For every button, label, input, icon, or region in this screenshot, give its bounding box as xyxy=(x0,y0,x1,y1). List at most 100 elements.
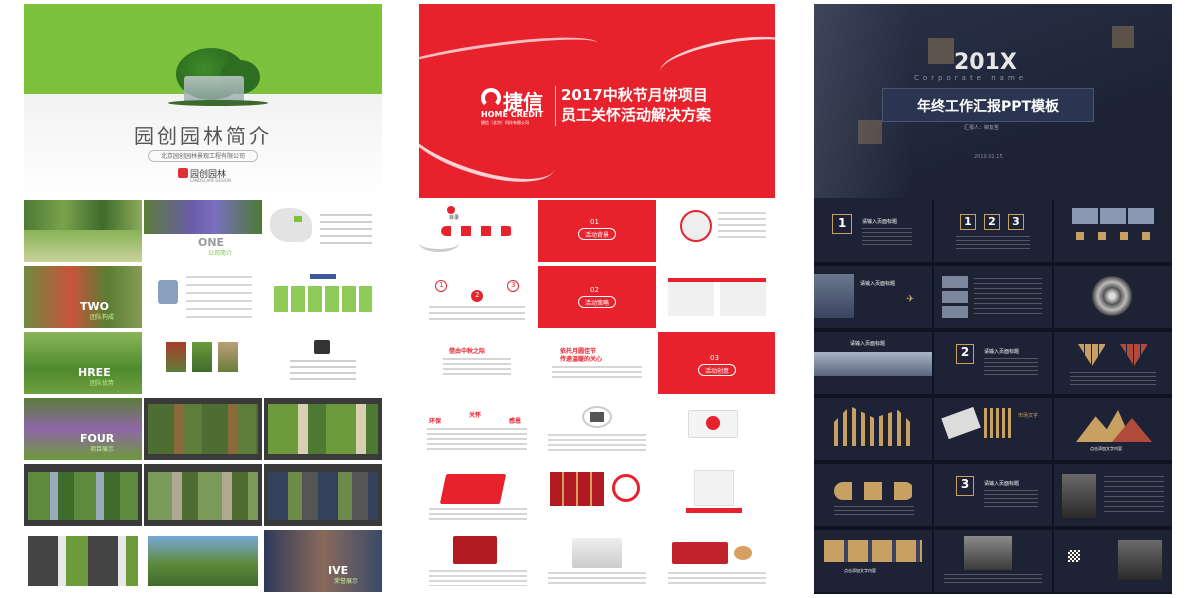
slide-thumb-projects-f[interactable] xyxy=(24,530,142,592)
slide-thumb-org-chart[interactable] xyxy=(264,266,382,328)
org-boxes xyxy=(274,286,372,312)
slide-thumb-icon-circles[interactable] xyxy=(814,464,932,526)
presentation-preview-garden[interactable]: 园创园林简介 北京园创园林景观工程有限公司 园创园林 LANDSCAPE DES… xyxy=(24,4,382,594)
presentation-preview-homecredit[interactable]: 捷信 HOME CREDIT 捷信（北京）科技有限公司 2017中秋节月饼项目 … xyxy=(419,4,775,594)
slide-thumb-gold-photos[interactable]: 点击添加文字内容 xyxy=(814,530,932,592)
home-credit-logo-icon xyxy=(481,88,501,108)
slide-thumb-one[interactable]: ONE 公司简介 xyxy=(144,200,262,262)
keyword-mid-autumn: 借由中秋之际 xyxy=(449,348,486,355)
slide-thumb-mooncake-grid[interactable] xyxy=(538,464,656,526)
slide-thumb-projects-c[interactable] xyxy=(24,464,142,526)
slide-thumb-bar-chart[interactable] xyxy=(814,398,932,460)
avatar xyxy=(158,280,178,304)
portrait-photo xyxy=(1062,474,1096,518)
china-map xyxy=(270,208,312,242)
slide-thumb-landscape[interactable]: 请输入页面标题 xyxy=(814,332,932,394)
building-photo xyxy=(964,536,1012,570)
slide-thumb-laptop[interactable]: 市场文字 xyxy=(934,398,1052,460)
slide-thumb-background[interactable] xyxy=(658,200,775,262)
slide-thumb-certificate[interactable] xyxy=(264,332,382,394)
slide-thumb-section-1[interactable]: 1 请输入页面标题 xyxy=(814,200,932,262)
brand-subtitle: 捷信（北京）科技有限公司 xyxy=(481,120,529,125)
slide-thumb-section-03[interactable]: 03 活动创意 xyxy=(658,332,775,394)
slide-thumb-five[interactable]: IVE 荣誉展示 xyxy=(264,530,382,592)
slide-thumb-keyword-2[interactable]: 依托月圆佳节 传递温暖的关心 xyxy=(538,332,656,394)
slide-thumb-projects-d[interactable] xyxy=(144,464,262,526)
closing-photo xyxy=(1118,540,1162,580)
slide-thumb-projects-e[interactable] xyxy=(264,464,382,526)
slide-thumb-packaging-1[interactable] xyxy=(419,464,536,526)
slide-thumb-strategy[interactable] xyxy=(658,266,775,328)
slide-thumb-projects-g[interactable] xyxy=(144,530,262,592)
slide-thumb-photos-icons[interactable] xyxy=(1054,200,1172,262)
slide-thumb-keyword-1[interactable]: 借由中秋之际 xyxy=(419,332,536,394)
section-num-02: 02 xyxy=(590,286,599,294)
ground-base xyxy=(168,100,268,106)
tile-caption-two: 团队构成 xyxy=(90,314,115,321)
slide-thumb-mooncake-box[interactable] xyxy=(419,530,536,592)
tile-label-one: ONE xyxy=(198,236,225,249)
presentation-preview-yearend[interactable]: 201X Corporate name 年终工作汇报PPT模板 汇报人：柳友哲 … xyxy=(814,4,1172,594)
icon-row xyxy=(1076,232,1150,240)
slide-thumb-two[interactable]: TWO 团队构成 xyxy=(24,266,142,328)
slide-thumb-section-01[interactable]: 01 活动背景 xyxy=(538,200,656,262)
tile-caption-one: 公司简介 xyxy=(208,250,233,257)
slide-thumb-map[interactable] xyxy=(264,200,382,262)
page-title-5: 请输入页面标题 xyxy=(984,481,1020,487)
slide-thumb-product[interactable] xyxy=(538,530,656,592)
slide-thumb-mooncake-tray[interactable] xyxy=(658,530,775,592)
profile-text-lines xyxy=(186,276,252,320)
slide-thumb-gift-design[interactable] xyxy=(538,398,656,460)
values-text-lines xyxy=(427,428,527,452)
slide-thumb-closing[interactable] xyxy=(1054,530,1172,592)
slide-thumb-projects-a[interactable] xyxy=(144,398,262,460)
slide-thumb-section-02[interactable]: 02 活动策略 xyxy=(538,266,656,328)
slide-thumb-airplane[interactable]: 请输入页面标题 ✈ xyxy=(814,266,932,328)
presentation-title-line2: 员工关怀活动解决方案 xyxy=(561,106,712,124)
numbered-box-2: 2 xyxy=(984,214,1000,230)
title-band xyxy=(882,88,1094,122)
slide-thumb-spiral[interactable] xyxy=(1054,266,1172,328)
slide-thumb-pyramids[interactable] xyxy=(1054,332,1172,394)
slide-thumb-projects-b[interactable] xyxy=(264,398,382,460)
slide-thumb-contents[interactable]: 目录 xyxy=(419,200,536,262)
slide-thumb-building[interactable] xyxy=(934,530,1052,592)
value-environment: 环保 xyxy=(429,418,442,425)
page-text-lines-1 xyxy=(862,228,912,246)
building-text-lines xyxy=(944,574,1042,586)
title-slide-yearend: 201X Corporate name 年终工作汇报PPT模板 汇报人：柳友哲 … xyxy=(814,4,1172,198)
tile-caption-four: 项目展示 xyxy=(90,446,115,453)
brand-name-en: HOME CREDIT xyxy=(481,110,544,119)
slide-thumb-three[interactable]: HREE 团队优势 xyxy=(24,332,142,394)
slide-thumb-gift-box[interactable] xyxy=(658,398,775,460)
slide-thumb-values[interactable]: 环保 关怀 感恩 xyxy=(419,398,536,460)
number-box-1 xyxy=(832,214,852,234)
section-label-01: 活动背景 xyxy=(584,232,609,239)
slide-thumb-numbers[interactable]: 1 2 3 xyxy=(934,200,1052,262)
photo-list-images xyxy=(942,276,968,318)
slide-thumb-profile[interactable] xyxy=(144,266,262,328)
mooncake-piece xyxy=(734,546,752,560)
mooncake-box-photo xyxy=(453,536,497,564)
company-subtitle: 北京园创园林景观工程有限公司 xyxy=(160,153,245,160)
slide-thumb-plants[interactable] xyxy=(144,332,262,394)
slide-thumb-steps[interactable]: 1 2 3 xyxy=(419,266,536,328)
market-text: 市场文字 xyxy=(1018,413,1039,419)
slide-thumb-section-3[interactable]: 3 请输入页面标题 xyxy=(934,464,1052,526)
section-number-1: 1 xyxy=(838,216,847,230)
numbers-text-lines xyxy=(956,236,1030,252)
slide-thumb-packaging-2[interactable] xyxy=(658,464,775,526)
slide-thumb-mountain-chart[interactable]: 点击添加文字内容 xyxy=(1054,398,1172,460)
project-photos-e xyxy=(268,472,378,520)
packaging-box xyxy=(439,474,507,504)
slide-thumb-section-2[interactable]: 2 请输入页面标题 xyxy=(934,332,1052,394)
slide-thumb-portrait[interactable] xyxy=(1054,464,1172,526)
slide-thumb-photo-list[interactable] xyxy=(934,266,1052,328)
slide-thumb-four[interactable]: FOUR 项目展示 xyxy=(24,398,142,460)
step-circle-3 xyxy=(507,280,519,292)
white-swoosh-right xyxy=(656,28,775,92)
keyword-text-lines xyxy=(443,358,511,378)
airplane-icon: ✈ xyxy=(906,294,915,305)
slide-thumb-photo-forest[interactable] xyxy=(24,200,142,262)
mountain-photo xyxy=(814,352,932,376)
